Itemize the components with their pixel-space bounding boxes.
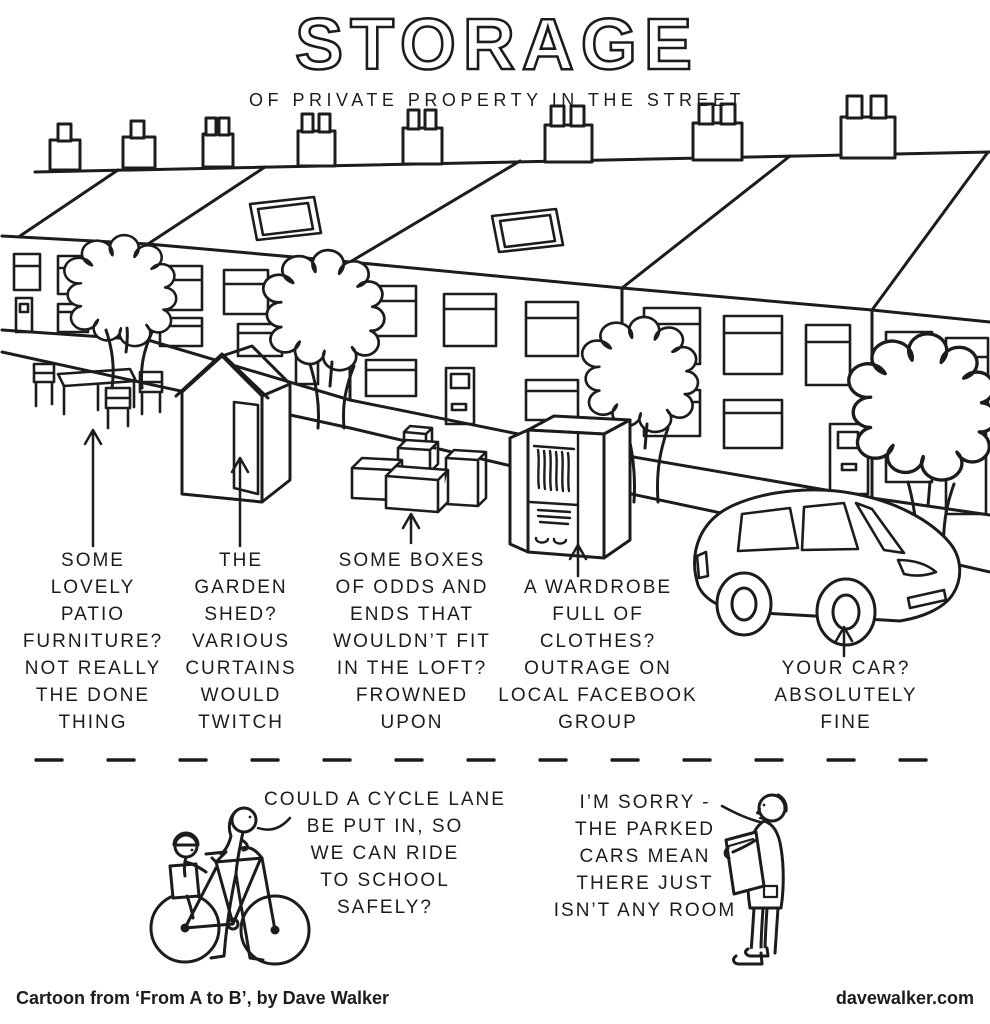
- clothes-rail: [532, 444, 576, 451]
- car-windshield: [854, 501, 906, 555]
- door: [14, 296, 34, 334]
- official-with-clipboard: [720, 793, 788, 966]
- shoes: [534, 536, 568, 545]
- chimneys: [48, 94, 897, 172]
- arm: [723, 838, 758, 860]
- speech-line: [720, 804, 762, 824]
- bike-frame: [183, 850, 277, 932]
- car-rear-light: [695, 550, 710, 580]
- legs: [209, 872, 265, 962]
- child-passenger: [172, 831, 208, 920]
- patio-furniture: [32, 362, 164, 430]
- annotation-arrows: [83, 428, 854, 658]
- car-bumper-vent: [906, 588, 948, 610]
- garden-shed: [174, 344, 292, 504]
- folded-clothes: [536, 508, 572, 526]
- child-seat: [168, 862, 201, 900]
- shoes: [732, 946, 770, 966]
- parked-car: [693, 488, 962, 647]
- nose-mouth: [755, 807, 766, 821]
- car-headlight: [896, 558, 938, 577]
- hair: [776, 793, 788, 813]
- website-link[interactable]: davewalker.com: [835, 988, 974, 1008]
- roof-skylights: [248, 195, 565, 254]
- cardboard-boxes: [350, 424, 488, 514]
- cartoon-title: STORAGE: [294, 5, 699, 85]
- speech-line: [256, 816, 292, 831]
- parent-and-child-on-bike: [149, 806, 311, 966]
- car-rear-window: [736, 506, 800, 553]
- shelf: [528, 500, 580, 507]
- tree: [63, 233, 178, 390]
- car-front-window: [800, 501, 860, 552]
- door: [444, 366, 476, 426]
- wardrobe: [508, 414, 632, 560]
- cartoon-subtitle: OF PRIVATE PROPERTY IN THE STREET: [249, 90, 745, 110]
- ponytail: [219, 810, 237, 856]
- pocket: [762, 884, 779, 899]
- clipboard: [724, 830, 766, 896]
- helmet: [172, 831, 200, 847]
- parent-cyclist: [209, 806, 265, 962]
- legs: [749, 906, 780, 955]
- credit-text: Cartoon from ‘From A to B’, by Dave Walk…: [16, 988, 390, 1008]
- handlebar: [240, 846, 264, 860]
- hanging-clothes: [536, 448, 571, 493]
- tree: [261, 248, 386, 430]
- car-wheels: [715, 571, 877, 647]
- arm: [240, 838, 249, 852]
